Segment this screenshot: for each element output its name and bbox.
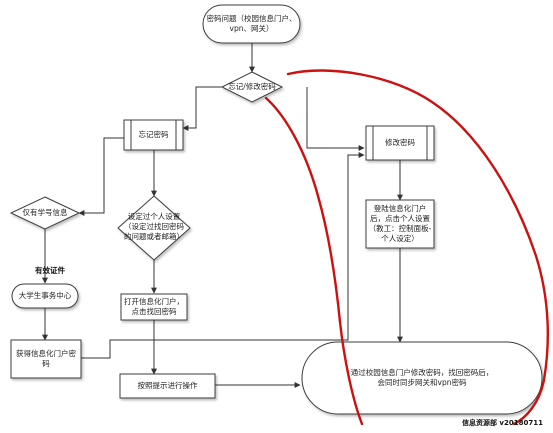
set-personal-settings-label: 设定过个人设置 （设定过找回密码 的问题或者邮箱） [124,212,184,241]
node-forgot-password [123,119,184,151]
node-change-password [365,125,435,161]
node-student-id-only [9,196,81,230]
edge-get-password-to-change [81,152,365,359]
node-forgot-or-change [220,71,284,103]
node-set-personal-settings [117,195,191,261]
node-open-portal-find-password [120,293,188,321]
forgot-password-label: 忘记密码 [138,130,169,139]
forgot-or-change-label: 忘记/修改密码 [228,82,276,91]
connectors [42,42,403,388]
node-student-affairs-center [11,283,79,309]
valid-id-edge-label: 有效证件 [35,266,65,275]
node-follow-prompts [119,373,216,399]
node-get-portal-password [10,339,82,379]
student-id-only-label: 仅有学号信息 [22,208,68,217]
edge-decision-to-forgot [182,86,222,131]
login-portal-settings-label: 登陆信息化门户 后，点击个人设置 （教工：控制面板- 个人设定） [368,204,432,243]
red-annotation-curve-outer [286,69,549,426]
open-portal-find-password-label: 打开信息化门户， 点击找回密码 [124,297,184,316]
red-annotation-curve-inner [264,96,364,426]
edge-forgot-to-student-id [78,137,124,216]
nodes [9,4,543,415]
start-label: 密码问题（校园信息门户、 vpn、网关） [206,14,297,33]
node-end [301,341,543,415]
footer-credit: 信息资源部 v20180711 [462,419,543,427]
edge-decision-to-change [306,87,365,151]
change-password-label: 修改密码 [385,138,415,147]
follow-prompts-label: 按照提示进行操作 [137,381,198,390]
student-affairs-center-label: 大学生事务中心 [18,291,72,300]
end-label: 通过校园信息门户修改密码，找回密码后， 会同时同步网关和vpn密码 [350,368,494,387]
node-start [202,4,301,44]
get-portal-password-label: 获得信息化门户密 码 [16,349,76,368]
node-login-portal-settings [365,199,435,249]
